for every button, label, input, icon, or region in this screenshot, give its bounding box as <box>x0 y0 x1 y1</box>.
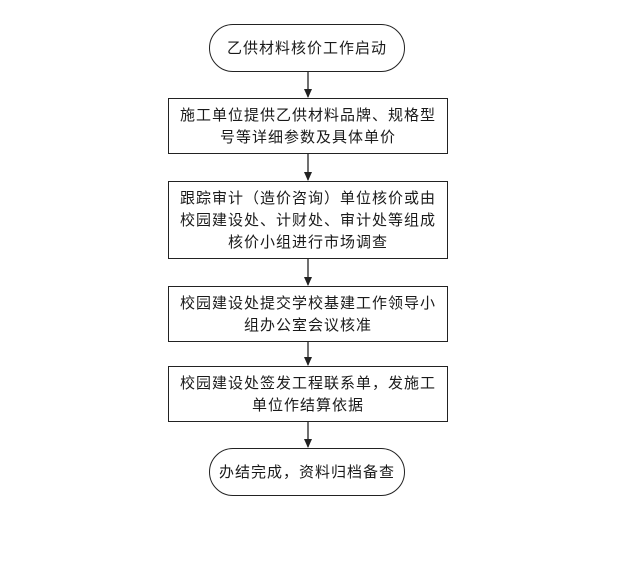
start-terminal: 乙供材料核价工作启动 <box>209 24 405 72</box>
end-terminal-text: 办结完成，资料归档备查 <box>218 463 395 481</box>
start-terminal-text: 乙供材料核价工作启动 <box>226 39 387 57</box>
process-step-3-text: 校园建设处提交学校基建工作领导小 组办公室会议核准 <box>179 294 436 334</box>
end-terminal: 办结完成，资料归档备查 <box>209 448 405 496</box>
process-step-1: 施工单位提供乙供材料品牌、规格型 号等详细参数及具体单价 <box>168 98 448 154</box>
process-step-2: 跟踪审计（造价咨询）单位核价或由 校园建设处、计财处、审计处等组成 核价小组进行… <box>168 181 448 259</box>
process-step-3: 校园建设处提交学校基建工作领导小 组办公室会议核准 <box>168 286 448 342</box>
process-step-2-text: 跟踪审计（造价咨询）单位核价或由 校园建设处、计财处、审计处等组成 核价小组进行… <box>179 189 436 251</box>
process-step-4-text: 校园建设处签发工程联系单，发施工 单位作结算依据 <box>179 374 436 414</box>
process-step-1-text: 施工单位提供乙供材料品牌、规格型 号等详细参数及具体单价 <box>179 106 436 146</box>
process-step-4: 校园建设处签发工程联系单，发施工 单位作结算依据 <box>168 366 448 422</box>
